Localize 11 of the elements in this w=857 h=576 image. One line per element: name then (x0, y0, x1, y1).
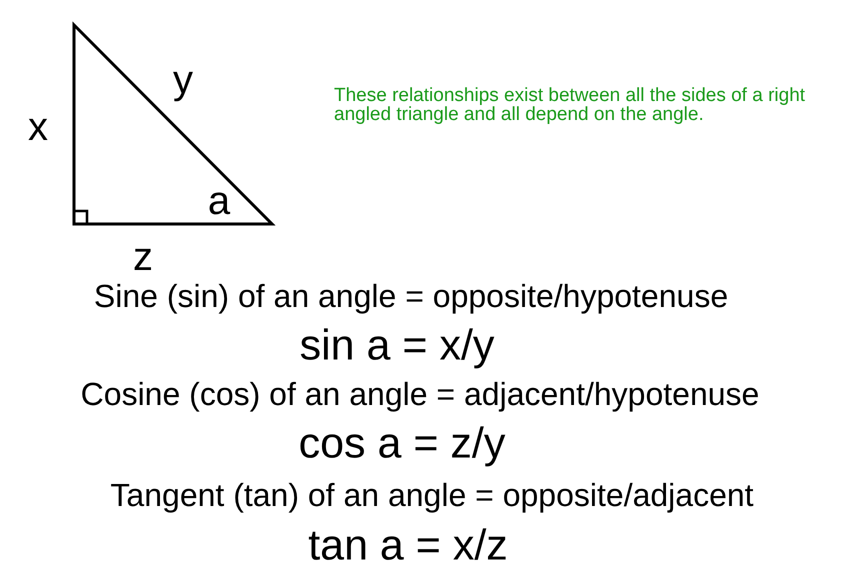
definition-text: Cosine (cos) of an angle = adjacent/hypotenuse (80, 378, 760, 410)
definition-text: Tangent (tan) of an angle = opposite/adjacent (110, 479, 754, 511)
definition-text: Sine (sin) of an angle = opposite/hypotenuse (94, 280, 728, 312)
formula-text: sin a = x/y (300, 324, 494, 368)
formula-text: tan a = x/z (308, 524, 508, 568)
side-label: z (133, 237, 153, 277)
side-label: x (28, 107, 48, 147)
side-label: y (173, 60, 193, 100)
formula-text: cos a = z/y (298, 422, 506, 466)
note-text: These relationships exist between all the sides of a right angled triangle and all depend on the angle. (334, 86, 806, 124)
angle-label: a (208, 181, 230, 221)
